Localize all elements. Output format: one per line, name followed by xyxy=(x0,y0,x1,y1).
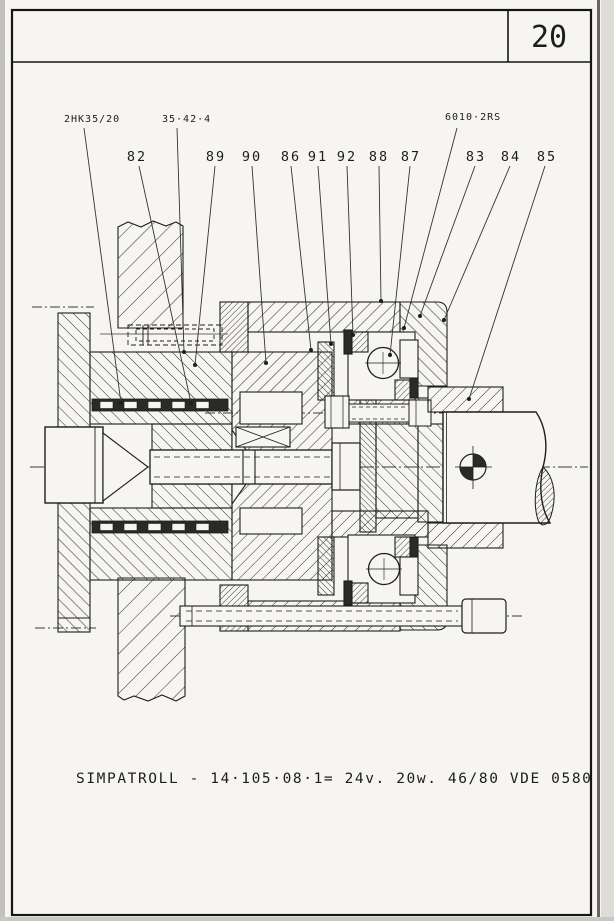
part-number-86: 86 xyxy=(281,149,301,165)
center-mark xyxy=(455,446,492,489)
ball-bearing-top xyxy=(343,329,419,401)
bolt-head xyxy=(461,598,507,634)
label-ball-bearing: 6010·2RS xyxy=(445,112,501,123)
leader-83 xyxy=(418,165,476,318)
part-number-87: 87 xyxy=(401,149,421,165)
label-needle-bearing: 2HK35/20 xyxy=(64,114,120,125)
leader-needle-bearing xyxy=(83,127,123,405)
caption: SIMPATROLL - 14·105·08·1= 24v. 20w. 46/8… xyxy=(76,771,593,787)
leader-ball-bearing xyxy=(402,127,458,330)
leader-85 xyxy=(467,165,546,401)
motor-block-top xyxy=(117,220,184,329)
needle-bearing-bottom xyxy=(91,520,229,534)
output-flange-bottom xyxy=(427,522,504,549)
input-shaft xyxy=(44,426,149,504)
hub-wall-right xyxy=(417,423,444,523)
central-tie-rod xyxy=(149,399,377,533)
output-flange-top xyxy=(427,386,504,413)
rotor-body-mid-top xyxy=(151,423,233,451)
part-number-83: 83 xyxy=(466,149,486,165)
hub-center-right xyxy=(375,413,419,519)
part-number-82: 82 xyxy=(127,149,147,165)
part-number-90: 90 xyxy=(242,149,262,165)
left-flange-top xyxy=(57,312,91,428)
shaft-cone xyxy=(102,431,149,503)
leader-thrust-bearing xyxy=(176,127,186,354)
sheet-border xyxy=(10,8,593,917)
needle-bearing-top xyxy=(91,398,229,412)
page-number: 20 xyxy=(531,20,567,55)
rotor-body-upper xyxy=(89,351,233,425)
annotations: 2HK35/20 35·42·4 6010·2RS 82 89 90 86 91… xyxy=(64,112,557,165)
output-shaft xyxy=(442,411,555,526)
section-view xyxy=(44,220,555,702)
carrier-cutout-top xyxy=(239,391,303,425)
part-number-92: 92 xyxy=(337,149,357,165)
key-box xyxy=(235,426,291,448)
leader-lines xyxy=(83,127,546,405)
part-number-91: 91 xyxy=(308,149,328,165)
hub-plate-bottom xyxy=(317,536,335,596)
rotor-body-mid-bottom xyxy=(151,483,233,509)
upper-bolt xyxy=(324,395,432,429)
title-block xyxy=(10,8,593,917)
leader-87 xyxy=(388,165,411,357)
left-flange-bottom xyxy=(57,502,91,633)
top-cover-left xyxy=(219,301,249,353)
tie-rod-head xyxy=(331,442,361,491)
washer-plate xyxy=(359,399,377,533)
rotor-body-lower xyxy=(89,507,233,581)
leader-89 xyxy=(193,165,216,367)
leader-84 xyxy=(442,165,511,322)
part-number-84: 84 xyxy=(501,149,521,165)
part-number-88: 88 xyxy=(369,149,389,165)
leader-86 xyxy=(290,165,313,352)
top-cover xyxy=(247,301,401,333)
carrier-cutout-bottom xyxy=(239,507,303,535)
part-number-85: 85 xyxy=(537,149,557,165)
leader-82 xyxy=(138,165,193,405)
hub-plate-top xyxy=(317,341,335,401)
leader-91 xyxy=(317,165,333,346)
motor-block-bottom xyxy=(117,577,186,702)
leader-92 xyxy=(346,165,355,337)
ball-bearing-bottom xyxy=(343,534,419,606)
label-thrust-bearing: 35·42·4 xyxy=(162,114,211,125)
break-leaf xyxy=(534,466,555,526)
leader-88 xyxy=(378,165,383,303)
lower-bolt xyxy=(179,598,507,634)
leader-90 xyxy=(251,165,268,365)
part-number-89: 89 xyxy=(206,149,226,165)
